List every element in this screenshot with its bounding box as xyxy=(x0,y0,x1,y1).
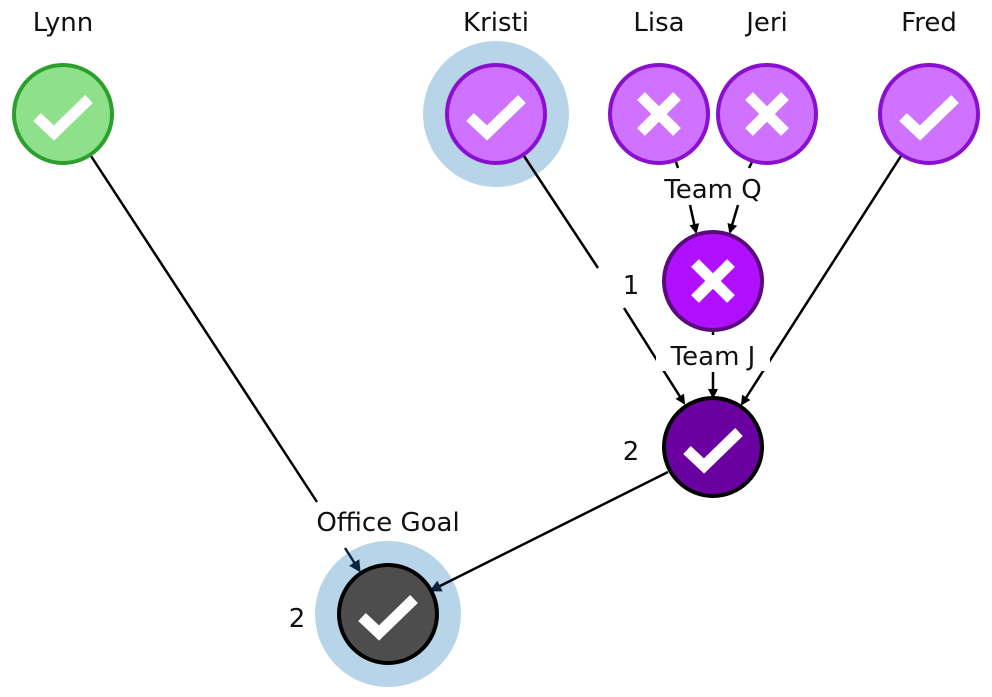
node-lisa[interactable]: Lisa xyxy=(608,8,710,165)
edge-lisa-team-q-arrow xyxy=(688,204,700,234)
node-jeri[interactable]: Jeri xyxy=(716,8,818,165)
label-background xyxy=(656,170,770,204)
person-name: Kristi xyxy=(463,8,529,38)
edge-lisa-team-q xyxy=(674,161,680,169)
edge-jeri-team-q-arrow xyxy=(727,204,740,234)
edge-lynn-office-goal xyxy=(89,155,319,503)
label-background xyxy=(306,504,470,540)
person-name: Fred xyxy=(901,8,957,38)
node-office-goal[interactable]: Office Goal 2 xyxy=(289,504,470,665)
node-team-q[interactable]: Team Q xyxy=(656,170,770,332)
edge-team-j-office-goal xyxy=(429,470,669,592)
edge-lynn-office-goal-arrow xyxy=(343,547,361,573)
label-background xyxy=(656,337,770,371)
person-name: Lynn xyxy=(33,8,93,38)
node-lynn[interactable]: Lynn xyxy=(12,8,114,165)
member-count: 2 xyxy=(623,437,640,467)
group-label: Team Q xyxy=(663,175,761,205)
person-name: Lisa xyxy=(633,8,684,38)
incoming-count: 1 xyxy=(623,271,640,301)
node-kristi[interactable]: Kristi xyxy=(445,8,547,165)
person-name: Jeri xyxy=(744,8,788,38)
member-count: 2 xyxy=(289,604,306,634)
node-fred[interactable]: Fred xyxy=(878,8,980,165)
edge-kristi-team-j-arrow xyxy=(622,307,686,405)
group-label: Team J xyxy=(670,342,756,372)
edge-kristi-team-j xyxy=(522,155,600,269)
node-team-j[interactable]: Team J 1 2 xyxy=(623,271,770,498)
edge-jeri-team-q xyxy=(747,161,754,169)
group-label: Office Goal xyxy=(316,508,459,538)
